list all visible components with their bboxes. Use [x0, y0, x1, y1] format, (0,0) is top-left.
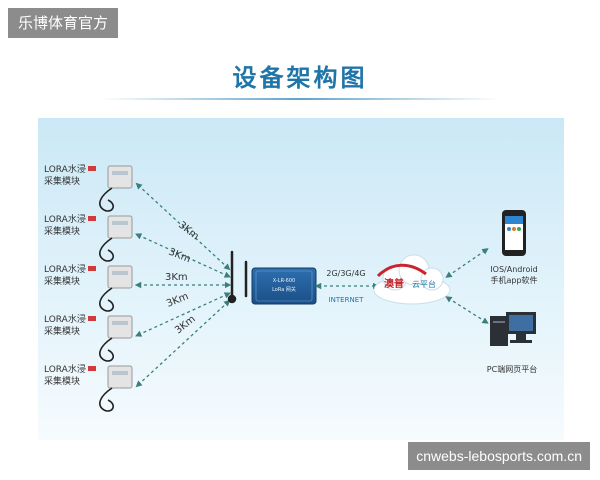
sensor-1-led-icon — [88, 166, 96, 171]
sensor-3-led-icon — [88, 266, 96, 271]
mobile-client: IOS/Android 手机app软件 — [490, 210, 538, 285]
sensor-1-device-icon — [107, 165, 133, 189]
cloud-swoosh-icon — [376, 263, 427, 278]
sensor-5-led-icon — [88, 366, 96, 371]
gateway-device-icon — [251, 267, 317, 305]
sensor-5-label-line1: LORA水浸 — [44, 363, 86, 375]
sensor-2-cable-icon — [99, 237, 115, 262]
sensor-link-5 — [135, 299, 231, 388]
sensor-4-device-icon — [107, 315, 133, 339]
pc-client: PC端网页平台 — [487, 312, 537, 374]
gateway-device: X-LR-600 LoRa 网关 — [251, 267, 317, 305]
sensor-4-label-line2: 采集模块 — [44, 325, 80, 337]
sensor-2-device-icon — [107, 215, 133, 239]
sensor-4-led-icon — [88, 316, 96, 321]
gateway-name-label: LoRa 网关 — [272, 286, 296, 293]
cloud-name-label: 云平台 — [412, 279, 436, 289]
distance-label-2: 3Km — [167, 247, 192, 266]
internet-label: INTERNET — [329, 296, 365, 304]
sensor-3-label-line2: 采集模块 — [44, 275, 80, 287]
sensor-1: LORA水浸 采集模块 — [44, 163, 133, 212]
sensor-3-device-icon — [107, 265, 133, 289]
cloud-icon — [373, 254, 451, 305]
pc-client-label: PC端网页平台 — [487, 364, 537, 374]
sensor-3-label-line1: LORA水浸 — [44, 263, 86, 275]
network-type-label: 2G/3G/4G — [326, 269, 365, 278]
page-title: 设备架构图 — [232, 64, 368, 92]
sensor-link-2 — [135, 233, 231, 278]
watermark-bottom: cnwebs-lebosports.com.cn — [408, 442, 590, 470]
sensor-2: LORA水浸 采集模块 — [44, 213, 133, 262]
title-underline — [100, 98, 500, 100]
desktop-computer-icon — [490, 312, 536, 346]
distance-label-3: 3Km — [165, 272, 188, 283]
distance-label-4: 3Km — [165, 291, 190, 310]
network-link: 2G/3G/4G INTERNET — [314, 269, 380, 304]
sensor-2-led-icon — [88, 216, 96, 221]
sensor-5-device-icon — [107, 365, 133, 389]
sensor-2-label-line1: LORA水浸 — [44, 213, 86, 225]
sensor-1-label-line1: LORA水浸 — [44, 163, 86, 175]
client-link-mobile — [445, 248, 489, 278]
gateway-model-label: X-LR-600 — [273, 278, 295, 284]
sensor-5-label-line2: 采集模块 — [44, 375, 80, 387]
sensor-4-cable-icon — [99, 337, 115, 362]
sensor-4: LORA水浸 采集模块 — [44, 313, 133, 362]
client-link-pc — [445, 296, 489, 324]
mobile-client-label-line1: IOS/Android — [490, 265, 537, 274]
sensor-3-cable-icon — [99, 287, 115, 312]
sensor-3: LORA水浸 采集模块 — [44, 263, 133, 312]
mobile-client-label-line2: 手机app软件 — [490, 275, 537, 285]
cloud-platform: 澳普 云平台 — [373, 254, 451, 305]
sensor-4-label-line1: LORA水浸 — [44, 313, 86, 325]
sensor-2-label-line2: 采集模块 — [44, 225, 80, 237]
sensor-1-label-line2: 采集模块 — [44, 175, 80, 187]
cloud-brand-label: 澳普 — [384, 277, 404, 290]
sensor-1-cable-icon — [99, 187, 115, 212]
sensor-5: LORA水浸 采集模块 — [44, 363, 133, 412]
watermark-top: 乐博体育官方 — [8, 8, 119, 38]
sensor-links — [134, 182, 232, 388]
sensor-5-cable-icon — [99, 387, 115, 412]
antenna-icon — [227, 250, 248, 304]
